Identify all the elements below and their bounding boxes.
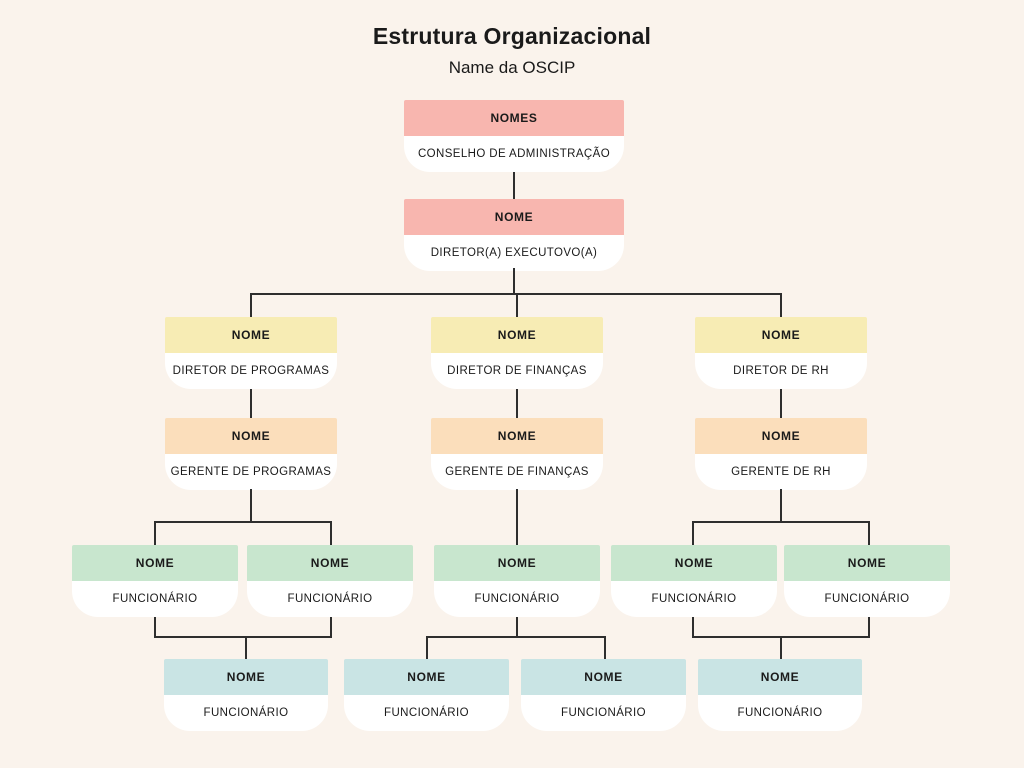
- connector-line: [154, 521, 332, 523]
- connector-line: [780, 636, 782, 659]
- page-title: Estrutura Organizacional: [372, 23, 652, 49]
- node-role-label: FUNCIONÁRIO: [434, 581, 600, 617]
- node-name-placeholder: NOME: [431, 317, 603, 353]
- org-node-funcionario-2: NOME FUNCIONÁRIO: [247, 545, 413, 617]
- connector-line: [516, 389, 518, 418]
- org-node-funcionario-5: NOME FUNCIONÁRIO: [784, 545, 950, 617]
- connector-line: [245, 636, 247, 659]
- org-node-diretor-de-financas: NOME DIRETOR DE FINANÇAS: [431, 317, 603, 389]
- connector-line: [780, 389, 782, 418]
- node-role-label: FUNCIONÁRIO: [521, 695, 686, 731]
- connector-line: [868, 521, 870, 545]
- connector-line: [513, 172, 515, 199]
- connector-line: [692, 617, 694, 637]
- node-role-label: FUNCIONÁRIO: [164, 695, 328, 731]
- node-name-placeholder: NOME: [521, 659, 686, 695]
- node-role-label: FUNCIONÁRIO: [784, 581, 950, 617]
- connector-line: [330, 617, 332, 637]
- node-name-placeholder: NOME: [784, 545, 950, 581]
- node-role-label: GERENTE DE PROGRAMAS: [165, 454, 337, 490]
- org-node-diretor-de-programas: NOME DIRETOR DE PROGRAMAS: [165, 317, 337, 389]
- connector-line: [513, 268, 515, 294]
- page-subtitle: Name da OSCIP: [448, 58, 576, 77]
- connector-line: [330, 521, 332, 545]
- node-name-placeholder: NOME: [611, 545, 777, 581]
- node-role-label: DIRETOR DE PROGRAMAS: [165, 353, 337, 389]
- node-role-label: FUNCIONÁRIO: [344, 695, 509, 731]
- node-name-placeholder: NOMES: [404, 100, 624, 136]
- node-name-placeholder: NOME: [695, 418, 867, 454]
- org-node-funcionario-7: NOME FUNCIONÁRIO: [344, 659, 509, 731]
- node-name-placeholder: NOME: [164, 659, 328, 695]
- node-role-label: FUNCIONÁRIO: [72, 581, 238, 617]
- connector-line: [516, 293, 518, 317]
- node-name-placeholder: NOME: [344, 659, 509, 695]
- connector-line: [516, 489, 518, 545]
- connector-line: [154, 636, 332, 638]
- org-node-funcionario-6: NOME FUNCIONÁRIO: [164, 659, 328, 731]
- connector-line: [250, 389, 252, 418]
- org-node-funcionario-8: NOME FUNCIONÁRIO: [521, 659, 686, 731]
- node-role-label: DIRETOR DE RH: [695, 353, 867, 389]
- org-node-gerente-de-financas: NOME GERENTE DE FINANÇAS: [431, 418, 603, 490]
- connector-line: [250, 293, 252, 317]
- node-name-placeholder: NOME: [165, 317, 337, 353]
- connector-line: [604, 636, 606, 659]
- node-role-label: GERENTE DE FINANÇAS: [431, 454, 603, 490]
- org-node-conselho-de-administracao: NOMES CONSELHO DE ADMINISTRAÇÃO: [404, 100, 624, 172]
- org-node-diretor-executivo: NOME DIRETOR(A) EXECUTOVO(A): [404, 199, 624, 271]
- connector-line: [516, 617, 518, 637]
- node-role-label: GERENTE DE RH: [695, 454, 867, 490]
- connector-line: [692, 521, 694, 545]
- node-role-label: FUNCIONÁRIO: [698, 695, 862, 731]
- connector-line: [250, 489, 252, 522]
- connector-line: [154, 617, 156, 637]
- connector-line: [780, 293, 782, 317]
- connector-line: [426, 636, 606, 638]
- node-name-placeholder: NOME: [695, 317, 867, 353]
- node-name-placeholder: NOME: [698, 659, 862, 695]
- node-name-placeholder: NOME: [431, 418, 603, 454]
- connector-line: [868, 617, 870, 637]
- connector-line: [780, 489, 782, 522]
- node-role-label: DIRETOR(A) EXECUTOVO(A): [404, 235, 624, 271]
- node-name-placeholder: NOME: [404, 199, 624, 235]
- connector-line: [426, 636, 428, 659]
- org-node-funcionario-1: NOME FUNCIONÁRIO: [72, 545, 238, 617]
- node-role-label: DIRETOR DE FINANÇAS: [431, 353, 603, 389]
- org-node-funcionario-9: NOME FUNCIONÁRIO: [698, 659, 862, 731]
- node-name-placeholder: NOME: [72, 545, 238, 581]
- org-node-gerente-de-programas: NOME GERENTE DE PROGRAMAS: [165, 418, 337, 490]
- node-name-placeholder: NOME: [247, 545, 413, 581]
- org-node-diretor-de-rh: NOME DIRETOR DE RH: [695, 317, 867, 389]
- connector-line: [692, 521, 870, 523]
- org-node-gerente-de-rh: NOME GERENTE DE RH: [695, 418, 867, 490]
- org-node-funcionario-4: NOME FUNCIONÁRIO: [611, 545, 777, 617]
- node-name-placeholder: NOME: [434, 545, 600, 581]
- node-role-label: FUNCIONÁRIO: [247, 581, 413, 617]
- node-name-placeholder: NOME: [165, 418, 337, 454]
- node-role-label: CONSELHO DE ADMINISTRAÇÃO: [404, 136, 624, 172]
- org-node-funcionario-3: NOME FUNCIONÁRIO: [434, 545, 600, 617]
- connector-line: [154, 521, 156, 545]
- node-role-label: FUNCIONÁRIO: [611, 581, 777, 617]
